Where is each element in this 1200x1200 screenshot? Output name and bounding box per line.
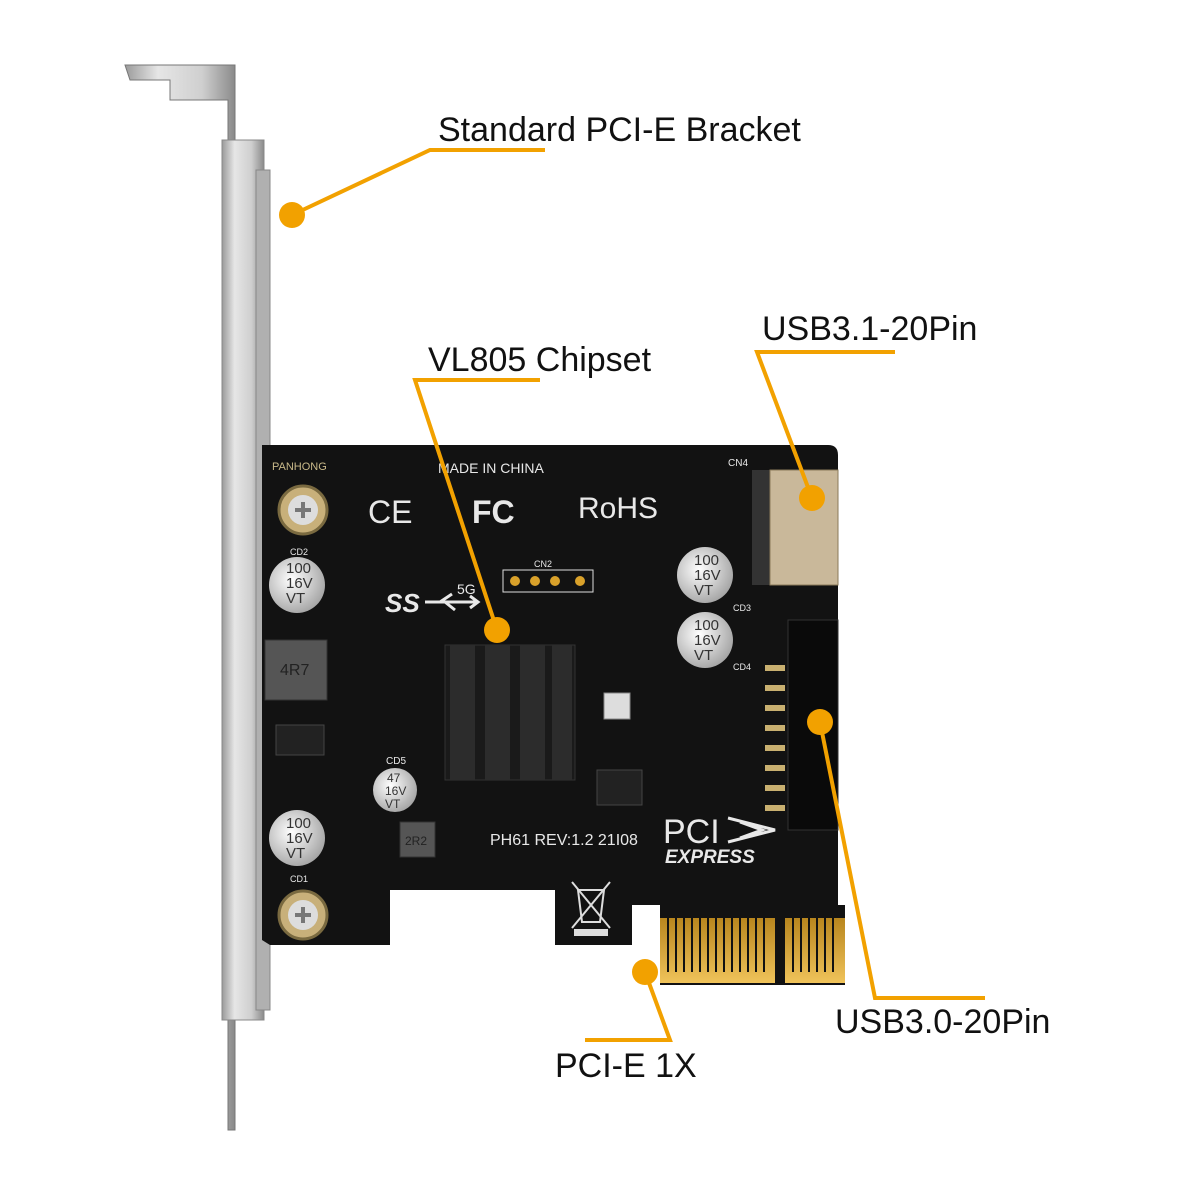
svg-text:VT: VT — [385, 797, 401, 811]
screw-icon — [277, 889, 329, 941]
svg-text:CD2: CD2 — [290, 547, 308, 557]
svg-text:CD3: CD3 — [733, 603, 751, 613]
usb31-20pin-connector: CN4 — [728, 458, 839, 586]
svg-text:Standard PCI-E Bracket: Standard PCI-E Bracket — [438, 111, 801, 149]
callout-pcie-1x: PCI-E 1X — [555, 959, 697, 1085]
pci-logo-text: PCI — [663, 813, 720, 851]
svg-text:USB3.0-20Pin: USB3.0-20Pin — [835, 1003, 1050, 1041]
callout-usb30: USB3.0-20Pin — [807, 709, 1050, 1041]
inductor-l2-label: 4R7 — [280, 662, 309, 679]
svg-text:16V: 16V — [286, 575, 313, 592]
svg-text:CN4: CN4 — [728, 458, 748, 469]
svg-text:100: 100 — [286, 560, 311, 577]
pci-express-arrow-icon — [727, 816, 776, 844]
svg-text:16V: 16V — [694, 567, 721, 584]
svg-text:CD4: CD4 — [733, 662, 751, 672]
svg-text:100: 100 — [694, 552, 719, 569]
revision-label: PH61 REV:1.2 21I08 — [490, 832, 638, 849]
capacitor-cd5: CD5 47 16V VT — [373, 756, 417, 812]
pcb-board: PANHONG MADE IN CHINA CE FC RoHS SS 5G C… — [262, 445, 845, 985]
svg-text:VT: VT — [694, 647, 713, 664]
usb-icon — [425, 592, 481, 612]
svg-text:VT: VT — [694, 582, 713, 599]
svg-text:VT: VT — [286, 590, 305, 607]
svg-text:CD1: CD1 — [290, 874, 308, 884]
screw-icon — [277, 484, 329, 536]
vl805-chip-heatsink — [444, 644, 576, 781]
inductor-l1-label: 2R2 — [405, 834, 427, 848]
svg-text:47: 47 — [387, 771, 401, 785]
svg-text:VL805 Chipset: VL805 Chipset — [428, 341, 652, 379]
brand-label: PANHONG — [272, 461, 327, 473]
rohs-mark: RoHS — [578, 492, 658, 525]
svg-text:CD5: CD5 — [386, 756, 406, 767]
capacitor-cd4: CD4 100 16V VT — [677, 612, 751, 672]
svg-text:16V: 16V — [385, 784, 406, 798]
pcie-x1-gold-fingers — [660, 918, 845, 983]
capacitor-cd2: CD2 100 16V VT — [269, 547, 325, 613]
ce-mark: CE — [368, 494, 412, 530]
pcie-bracket — [124, 64, 271, 1131]
fcc-mark: FC — [472, 494, 515, 530]
cn2-header — [502, 569, 594, 593]
superspeed-logo: SS — [385, 588, 420, 618]
svg-text:100: 100 — [694, 617, 719, 634]
weee-bin-icon — [571, 881, 611, 936]
crystal-y1 — [603, 692, 631, 720]
svg-text:16V: 16V — [694, 632, 721, 649]
svg-text:PCI-E 1X: PCI-E 1X — [555, 1047, 697, 1085]
svg-text:16V: 16V — [286, 830, 313, 847]
capacitor-cd3: CD3 100 16V VT — [677, 547, 751, 613]
svg-text:100: 100 — [286, 815, 311, 832]
speed-label: 5G — [457, 581, 476, 597]
u2-chip — [596, 769, 643, 806]
inductor-l2 — [264, 639, 328, 701]
callout-usb31: USB3.1-20Pin — [754, 310, 977, 511]
inductor-l1 — [399, 821, 436, 858]
svg-text:USB3.1-20Pin: USB3.1-20Pin — [762, 310, 977, 348]
callout-bracket: Standard PCI-E Bracket — [279, 111, 801, 228]
svg-text:VT: VT — [286, 845, 305, 862]
u4-chip — [275, 724, 325, 756]
express-logo-text: EXPRESS — [665, 847, 755, 868]
callout-chipset: VL805 Chipset — [412, 341, 652, 643]
made-in-label: MADE IN CHINA — [438, 460, 544, 476]
capacitor-cd1: 100 16V VT CD1 — [269, 810, 325, 884]
cn2-label: CN2 — [534, 559, 552, 569]
